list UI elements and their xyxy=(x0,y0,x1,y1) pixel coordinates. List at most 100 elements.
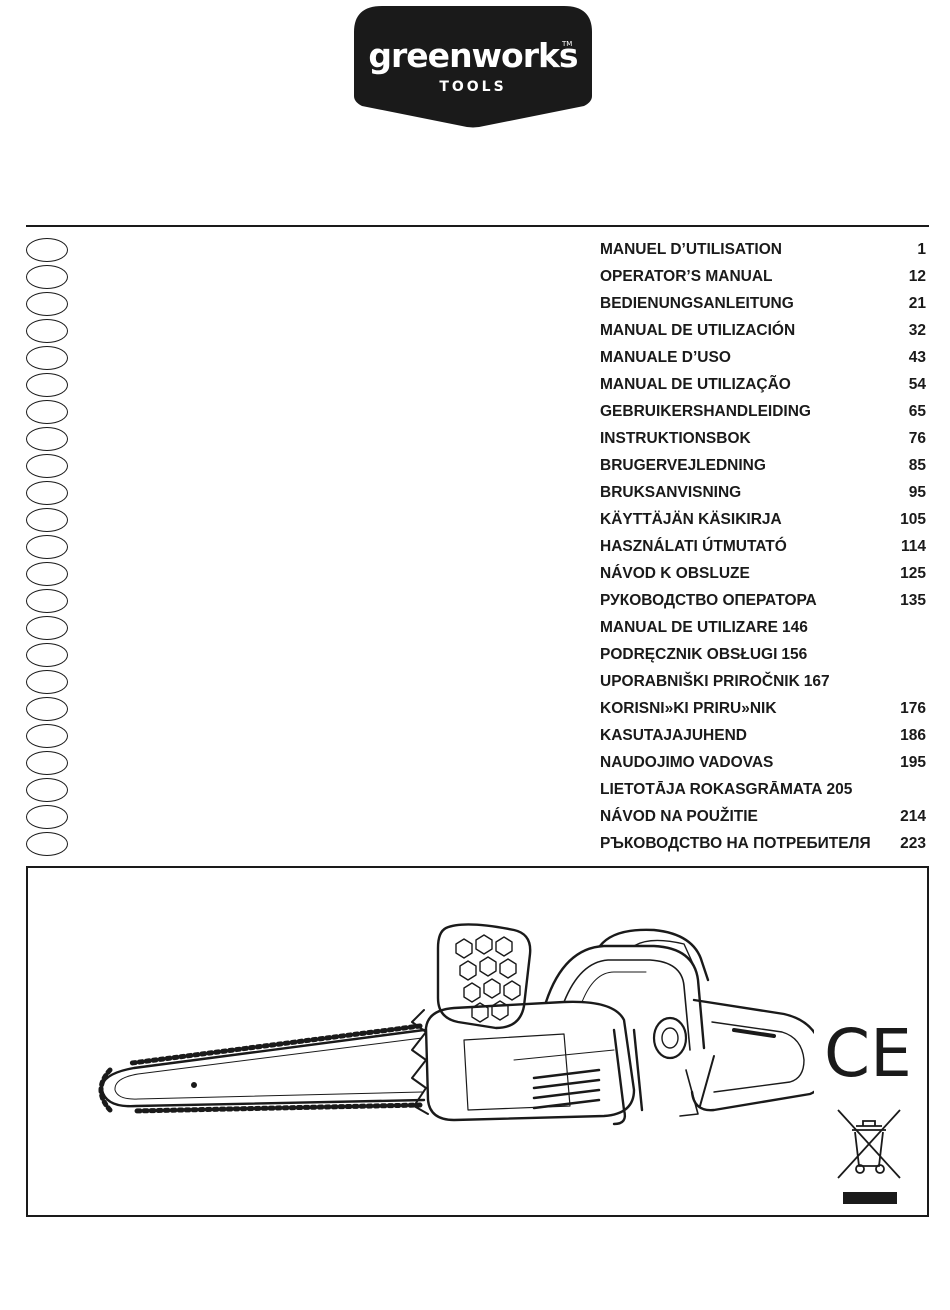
manual-page-number: 43 xyxy=(908,349,926,366)
language-code-oval xyxy=(26,778,68,802)
manual-page-number: 186 xyxy=(900,727,926,744)
manual-page-number: 95 xyxy=(908,484,926,501)
manual-title-text: BRUGERVEJLEDNING xyxy=(600,457,766,474)
language-code-oval xyxy=(26,454,68,478)
manual-title: NÁVOD NA POUŽITIE xyxy=(600,808,758,826)
trademark-symbol: TM xyxy=(562,40,573,48)
language-code-oval xyxy=(26,346,68,370)
manual-title-text: KASUTAJAJUHEND xyxy=(600,727,747,744)
manual-title: BRUGERVEJLEDNING xyxy=(600,457,766,475)
manual-title-text: MANUAL DE UTILIZAÇÃO xyxy=(600,376,791,393)
brand-tagline: TOOLS xyxy=(439,79,507,95)
manual-title: NAUDOJIMO VADOVAS xyxy=(600,754,773,772)
manual-title-text: MANUEL D’UTILISATION xyxy=(600,241,782,258)
weee-date-bar xyxy=(843,1192,897,1204)
manual-title: KÄYTTÄJÄN KÄSIKIRJA xyxy=(600,511,782,529)
manual-page-number: 21 xyxy=(908,295,926,312)
manual-title: MANUALE D’USO xyxy=(600,349,731,367)
manual-title: KORISNI»KI PRIRU»NIK xyxy=(600,700,777,718)
manual-page-number: 146 xyxy=(781,619,808,636)
language-code-oval xyxy=(26,616,68,640)
manual-title-text: LIETOTĀJA ROKASGRĀMATA xyxy=(600,781,823,798)
manual-page-number: 167 xyxy=(803,673,830,690)
manual-page-number: 205 xyxy=(826,781,853,798)
manual-row: KASUTAJAJUHEND 186 xyxy=(0,722,950,749)
language-code-oval xyxy=(26,535,68,559)
manual-title: BRUKSANVISNING xyxy=(600,484,741,502)
manual-row: РЪКОВОДСТВО НА ПОТРЕБИТЕЛЯ 223 xyxy=(0,830,950,857)
manual-title-text: KORISNI»KI PRIRU»NIK xyxy=(600,700,777,717)
manual-title: HASZNÁLATI ÚTMUTATÓ xyxy=(600,538,787,556)
language-code-oval xyxy=(26,373,68,397)
manual-page-number: 1 xyxy=(917,241,926,258)
language-code-oval xyxy=(26,238,68,262)
language-code-oval xyxy=(26,724,68,748)
manual-row: NÁVOD K OBSLUZE 125 xyxy=(0,560,950,587)
manual-page-number: 125 xyxy=(900,565,926,582)
language-code-oval xyxy=(26,643,68,667)
manual-row: BRUKSANVISNING 95 xyxy=(0,479,950,506)
language-code-oval xyxy=(26,832,68,856)
manual-title-text: NÁVOD K OBSLUZE xyxy=(600,565,750,582)
manual-title: BEDIENUNGSANLEITUNG xyxy=(600,295,794,313)
language-code-oval xyxy=(26,481,68,505)
manual-row: MANUEL D’UTILISATION 1 xyxy=(0,236,950,263)
crossed-out-wheelie-bin-icon xyxy=(837,1109,901,1179)
manual-title-text: MANUAL DE UTILIZACIÓN xyxy=(600,322,796,339)
language-code-oval xyxy=(26,292,68,316)
manual-title-text: UPORABNIŠKI PRIROČNIK xyxy=(600,673,800,690)
manual-title: РЪКОВОДСТВО НА ПОТРЕБИТЕЛЯ xyxy=(600,835,871,853)
manual-row: MANUAL DE UTILIZACIÓN 32 xyxy=(0,317,950,344)
manual-title: РУКОВОДСТВО ОПЕРАТОРА xyxy=(600,592,817,610)
manual-page-number: 195 xyxy=(900,754,926,771)
manual-title: MANUAL DE UTILIZAÇÃO xyxy=(600,376,791,394)
manual-title-text: PODRĘCZNIK OBSŁUGI xyxy=(600,646,778,663)
ce-label: CE xyxy=(824,1020,910,1084)
manual-page-number: 156 xyxy=(781,646,808,663)
manual-row: KORISNI»KI PRIRU»NIK 176 xyxy=(0,695,950,722)
greenworks-logo: greenworks TM TOOLS xyxy=(352,2,594,130)
manual-page-number: 176 xyxy=(900,700,926,717)
chainsaw-illustration xyxy=(98,923,814,1126)
manual-title: NÁVOD K OBSLUZE xyxy=(600,565,750,583)
manual-title-text: OPERATOR’S MANUAL xyxy=(600,268,773,285)
language-code-oval xyxy=(26,751,68,775)
manual-page-number: 12 xyxy=(908,268,926,285)
manual-title: MANUAL DE UTILIZACIÓN xyxy=(600,322,795,340)
language-code-oval xyxy=(26,508,68,532)
language-code-oval xyxy=(26,697,68,721)
product-illustration-panel: CE xyxy=(26,866,929,1217)
manual-title: KASUTAJAJUHEND xyxy=(600,727,747,745)
language-code-oval xyxy=(26,319,68,343)
manual-row: BEDIENUNGSANLEITUNG 21 xyxy=(0,290,950,317)
manual-page-number: 223 xyxy=(900,835,926,852)
language-code-oval xyxy=(26,562,68,586)
manual-page-number: 135 xyxy=(900,592,926,609)
language-code-oval xyxy=(26,589,68,613)
manual-title-text: РЪКОВОДСТВО НА ПОТРЕБИТЕЛЯ xyxy=(600,835,871,852)
manual-title-text: NAUDOJIMO VADOVAS xyxy=(600,754,774,771)
manual-row: РУКОВОДСТВО ОПЕРАТОРА 135 xyxy=(0,587,950,614)
language-code-oval xyxy=(26,400,68,424)
language-code-oval xyxy=(26,670,68,694)
brand-name: greenworks xyxy=(368,36,578,75)
manual-title-text: NÁVOD NA POUŽITIE xyxy=(600,808,758,825)
manual-title: GEBRUIKERSHANDLEIDING xyxy=(600,403,811,421)
manual-page-number: 32 xyxy=(908,322,926,339)
manual-title-text: MANUAL DE UTILIZARE xyxy=(600,619,778,636)
manual-title-text: KÄYTTÄJÄN KÄSIKIRJA xyxy=(600,511,782,528)
manual-title: MANUEL D’UTILISATION xyxy=(600,241,782,259)
